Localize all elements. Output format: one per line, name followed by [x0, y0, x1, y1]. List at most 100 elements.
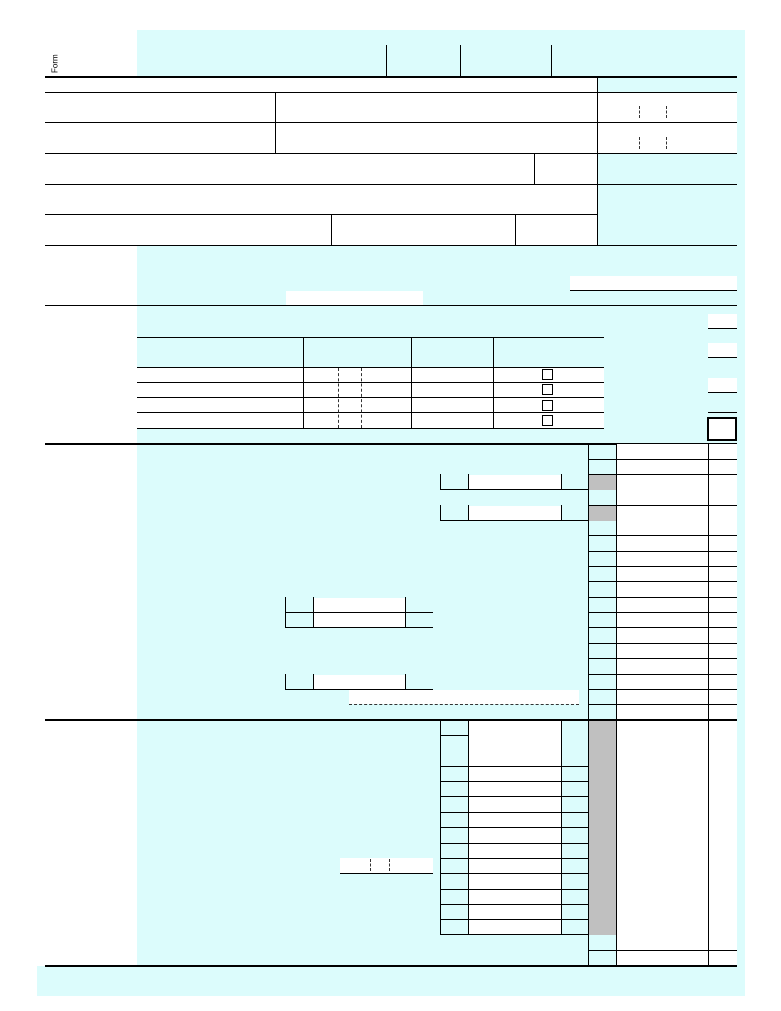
amount-column[interactable] — [616, 720, 737, 965]
amount-row — [588, 551, 737, 552]
amount-row — [588, 704, 737, 705]
adjustment-row — [440, 827, 588, 828]
dependent-credit-checkbox[interactable] — [542, 415, 553, 426]
date-separator — [370, 859, 371, 871]
adjustment-row — [440, 904, 588, 905]
name-row-bottom — [45, 122, 737, 123]
amount-row — [588, 566, 737, 567]
income-section-rule — [45, 443, 737, 445]
exemption-box-line — [708, 328, 737, 329]
dependents-col — [493, 337, 494, 428]
shaded-column — [589, 721, 616, 935]
shaded-cell — [589, 506, 616, 521]
header-rule — [45, 76, 737, 78]
name-divider — [275, 92, 276, 153]
dependents-row — [137, 412, 604, 413]
header-divider — [386, 45, 387, 77]
other-income-description-field[interactable] — [349, 690, 579, 704]
identity-bottom — [45, 245, 737, 246]
adjustments-total-top — [588, 950, 737, 951]
social-security-divider — [313, 597, 314, 628]
amount-row — [588, 674, 737, 675]
dependents-row — [137, 367, 604, 368]
header-divider — [551, 45, 552, 77]
other-income-divider — [405, 674, 406, 690]
amount-row — [588, 689, 737, 690]
amount-row — [588, 658, 737, 659]
dependent-row-field[interactable] — [137, 413, 604, 428]
date-separator — [389, 859, 390, 871]
qualifying-name-field[interactable] — [286, 291, 423, 305]
other-income-divider — [313, 674, 314, 690]
ssn-separator — [639, 137, 640, 149]
state-divider — [515, 214, 516, 245]
apt-divider — [534, 153, 535, 184]
social-security-field[interactable] — [313, 598, 405, 612]
dependent-credit-checkbox[interactable] — [542, 369, 553, 380]
form-label: Form — [50, 54, 60, 74]
adjustment-date-underline — [340, 873, 433, 874]
adjustment-row — [440, 766, 588, 767]
ssn-separator — [666, 106, 667, 118]
pension-box-divider — [561, 505, 562, 521]
adjustment-row — [440, 873, 588, 874]
amount-row — [588, 459, 737, 460]
city-divider — [331, 214, 332, 245]
ssn-field[interactable] — [598, 93, 737, 122]
exemption-total-box[interactable] — [707, 417, 737, 441]
right-column-divider — [597, 76, 598, 245]
exemption-box-line — [708, 412, 737, 413]
exemption-box-line — [708, 357, 737, 358]
spouse-ssn-field[interactable] — [598, 123, 737, 153]
adjustment-row — [440, 843, 588, 844]
dependent-row-field[interactable] — [137, 383, 604, 397]
exemption-box-line — [708, 392, 737, 393]
name-row-top — [45, 92, 737, 93]
ira-box-divider — [468, 474, 469, 490]
pension-box-divider — [468, 505, 469, 521]
ssn-separator — [639, 106, 640, 118]
adjustment-row — [440, 735, 468, 736]
ira-amount-field[interactable] — [469, 475, 561, 490]
dependent-row-field[interactable] — [137, 368, 604, 382]
amount-row — [588, 627, 737, 628]
dependents-row — [137, 382, 604, 383]
adjustment-row — [440, 781, 588, 782]
amount-row — [588, 597, 737, 598]
ssn-separator — [666, 137, 667, 149]
adjustment-row — [440, 796, 588, 797]
dependents-col — [303, 337, 304, 428]
amount-row — [588, 535, 737, 536]
ira-box-divider — [561, 474, 562, 490]
dependents-row — [137, 397, 604, 398]
filing-status-field[interactable] — [570, 276, 737, 290]
pension-amount-field[interactable] — [469, 506, 561, 521]
adjustment-date-field[interactable] — [340, 858, 433, 873]
other-income-box — [285, 674, 433, 690]
exemption-box[interactable] — [708, 378, 737, 392]
dependent-credit-checkbox[interactable] — [542, 400, 553, 411]
dependent-row-field[interactable] — [137, 398, 604, 412]
social-security-field[interactable] — [313, 613, 405, 627]
adjustment-amounts[interactable] — [469, 721, 561, 935]
adjustment-row — [440, 812, 588, 813]
exemption-box[interactable] — [708, 343, 737, 357]
adjustment-row — [440, 919, 588, 920]
dependents-col — [411, 337, 412, 428]
ira-box — [440, 474, 588, 490]
shaded-cell — [589, 475, 616, 490]
amount-row — [588, 581, 737, 582]
dependent-ssn-separator — [338, 368, 339, 428]
pension-box — [440, 505, 588, 521]
dependents-row — [137, 428, 604, 429]
dependents-header-top — [137, 337, 604, 338]
adjustments-section-rule — [45, 719, 737, 721]
amount-row — [588, 474, 737, 475]
dependent-ssn-separator — [361, 368, 362, 428]
adjustment-row — [440, 889, 588, 890]
field-underline — [570, 290, 737, 291]
dependent-credit-checkbox[interactable] — [542, 384, 553, 395]
city-row-top — [45, 214, 597, 215]
other-income-field[interactable] — [313, 675, 405, 689]
exemption-box[interactable] — [708, 314, 737, 328]
